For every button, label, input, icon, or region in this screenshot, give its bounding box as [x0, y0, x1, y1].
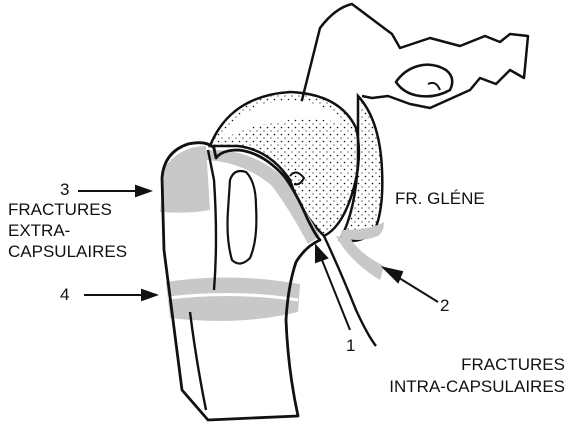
- arrow-1: [316, 246, 350, 330]
- capsule-shade: [336, 236, 384, 280]
- fracture-1-number: 1: [346, 336, 355, 356]
- arrow-4: [84, 290, 156, 300]
- fracture-3-number: 3: [60, 180, 69, 200]
- extra-capsular-line2: EXTRA-: [8, 221, 70, 241]
- intra-capsular-line1: FRACTURES: [461, 355, 565, 375]
- fracture-2-number: 2: [440, 296, 449, 316]
- arrow-2: [384, 268, 438, 302]
- extra-capsular-line3: CAPSULAIRES: [8, 242, 127, 262]
- extra-capsular-line1: FRACTURES: [8, 200, 112, 220]
- shaft-line-left: [190, 312, 206, 410]
- glenoid-fracture-label: FR. GLÉNE: [395, 189, 485, 209]
- intra-capsular-line2: INTRA-CAPSULAIRES: [389, 377, 565, 397]
- shaft-band-4: [166, 277, 300, 320]
- surgical-neck-band-3: [160, 146, 210, 213]
- arrow-3: [78, 186, 150, 196]
- bicipital-groove: [208, 150, 216, 290]
- fracture-4-number: 4: [60, 285, 69, 305]
- lesser-tubercle: [228, 171, 257, 264]
